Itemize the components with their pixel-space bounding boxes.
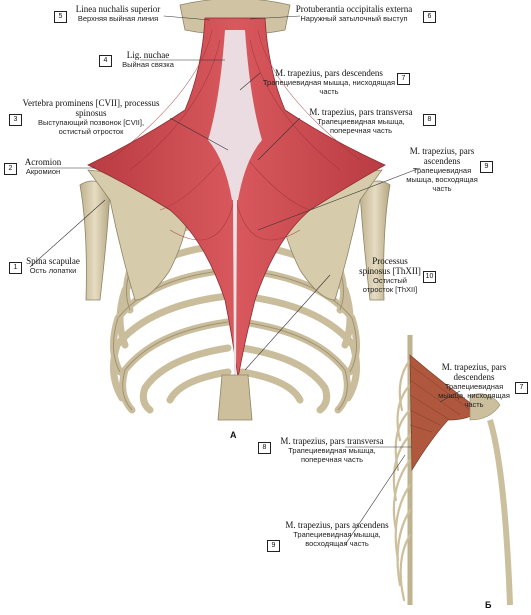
inset-b — [344, 335, 513, 606]
label-number-10: 10 — [423, 271, 436, 283]
left-humerus — [79, 180, 111, 301]
tendinous-mirror — [208, 30, 262, 200]
label-number-7: 7 — [397, 73, 410, 85]
inset-number-9: 9 — [267, 540, 280, 552]
inset-number-7: 7 — [515, 382, 528, 394]
figure-a-label: A — [230, 430, 237, 440]
label-processus-spinosus: Processus spinosus [ThXII]Остистый отрос… — [359, 256, 421, 294]
label-number-5: 5 — [54, 11, 67, 23]
label-number-2: 2 — [4, 163, 17, 175]
label-number-1: 1 — [9, 262, 22, 274]
figure-b-label: Б — [485, 600, 492, 610]
label-number-9: 9 — [480, 161, 493, 173]
label-number-3: 3 — [9, 114, 22, 126]
label-number-4: 4 — [99, 55, 112, 67]
label-number-6: 6 — [423, 11, 436, 23]
label-number-8: 8 — [423, 114, 436, 126]
inset-number-8: 8 — [258, 442, 271, 454]
lumbar-spine — [217, 374, 253, 421]
label-vertebra-prominens: Vertebra prominens [CVII], processus spi… — [22, 98, 160, 136]
